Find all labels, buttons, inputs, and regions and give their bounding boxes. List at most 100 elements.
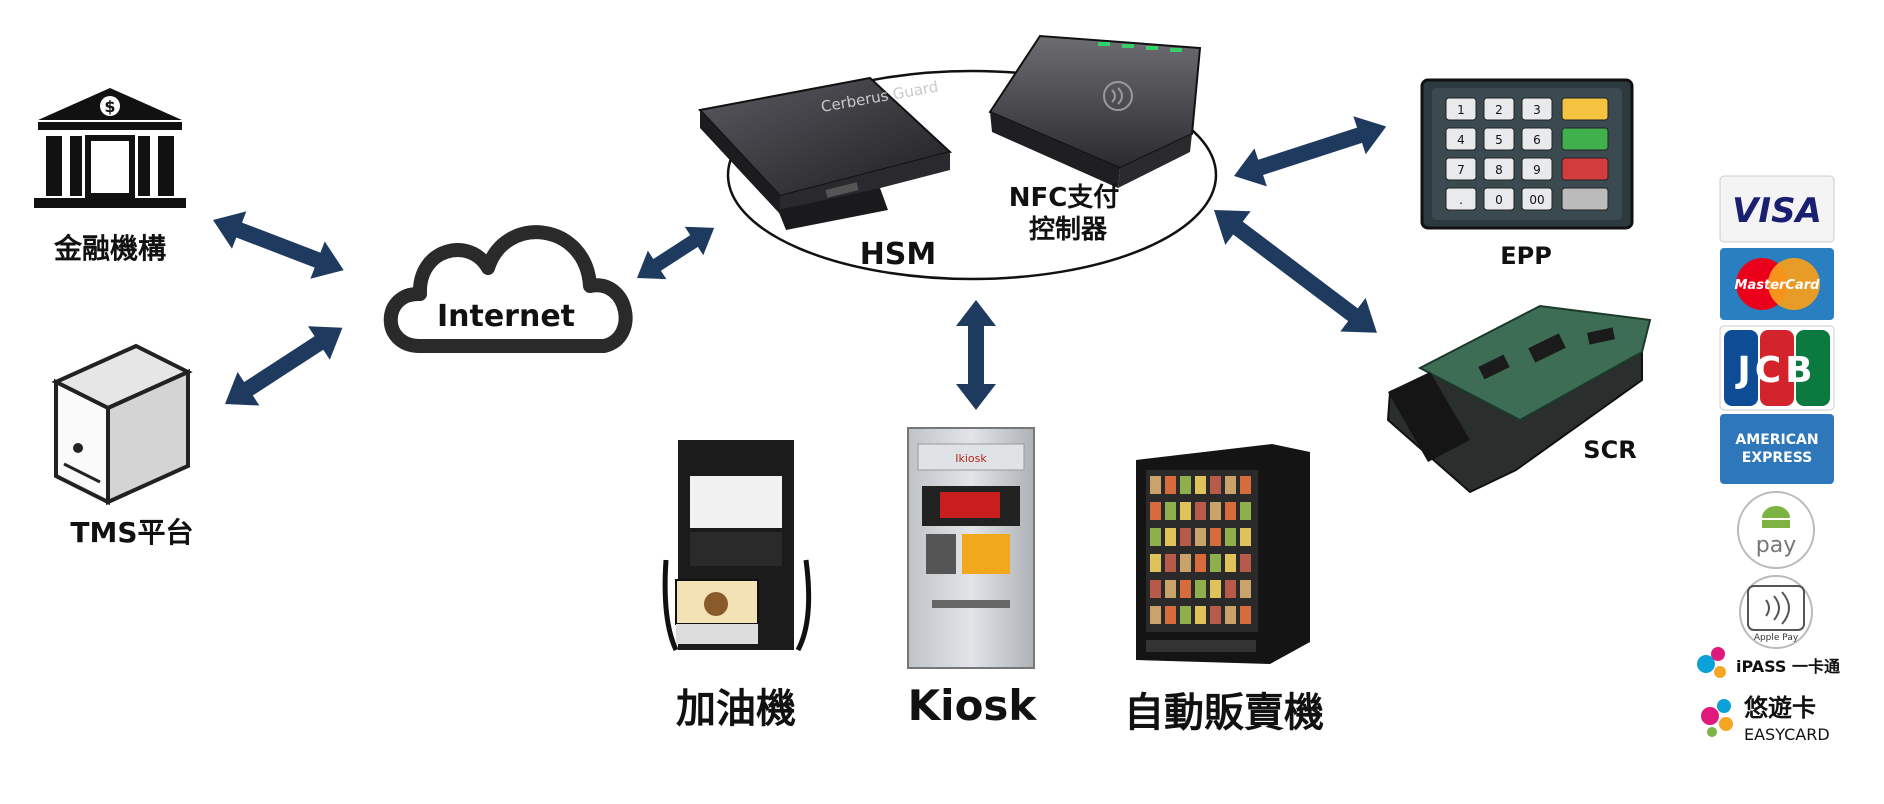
nfc-controller-icon xyxy=(988,34,1202,188)
easycard-logo: 悠遊卡 EASYCARD xyxy=(1701,694,1830,744)
epp-key-label: 1 xyxy=(1457,103,1465,117)
epp-function-key xyxy=(1561,187,1609,211)
mastercard-text: MasterCard xyxy=(1735,278,1821,293)
vending-product xyxy=(1240,502,1251,520)
epp-key xyxy=(1521,127,1553,151)
vending-product xyxy=(1210,606,1221,624)
epp-key-label: 00 xyxy=(1529,193,1544,207)
amex-logo: AMERICAN EXPRESS xyxy=(1720,414,1834,484)
nfc-label-line1: NFC支付 xyxy=(1009,183,1120,213)
epp-key-label: 4 xyxy=(1457,133,1465,147)
kiosk-label: Kiosk xyxy=(908,681,1038,730)
vending-product xyxy=(1165,528,1176,546)
vending-product xyxy=(1180,554,1191,572)
epp-function-key xyxy=(1561,127,1609,151)
vending-product xyxy=(1225,528,1236,546)
vending-product xyxy=(1165,554,1176,572)
vending-product xyxy=(1165,580,1176,598)
vending-product xyxy=(1165,606,1176,624)
fuel-label: 加油機 xyxy=(676,686,796,732)
vending-product xyxy=(1180,528,1191,546)
vending-product xyxy=(1195,554,1206,572)
epp-key-label: 9 xyxy=(1533,163,1541,177)
visa-text: VISA xyxy=(1732,191,1822,231)
epp-function-key xyxy=(1561,157,1609,181)
vending-product xyxy=(1210,528,1221,546)
vending-product xyxy=(1225,476,1236,494)
vending-product xyxy=(1240,554,1251,572)
android-pay-logo: pay xyxy=(1737,491,1815,569)
hsm-device-icon: Cerberus Guard xyxy=(698,76,953,230)
server-icon xyxy=(51,343,193,506)
nfc-label-line2: 控制器 xyxy=(1029,215,1108,245)
vending-product xyxy=(1150,580,1161,598)
scr-label: SCR xyxy=(1583,436,1636,464)
vending-product xyxy=(1165,476,1176,494)
jcb-text: JCB xyxy=(1734,350,1816,391)
arrow-nfc-scr xyxy=(1214,210,1377,333)
ipass-logo: iPASS 一卡通 xyxy=(1697,647,1840,678)
vending-product xyxy=(1195,502,1206,520)
vending-product xyxy=(1195,580,1206,598)
epp-key-label: . xyxy=(1459,193,1463,207)
vending-product xyxy=(1180,476,1191,494)
mastercard-logo: MasterCard xyxy=(1720,248,1834,320)
epp-key-label: 3 xyxy=(1533,103,1541,117)
epp-function-key xyxy=(1561,97,1609,121)
epp-key xyxy=(1445,97,1477,121)
fuel-dispenser-icon xyxy=(662,440,812,652)
easycard-text-line2: EASYCARD xyxy=(1744,725,1830,744)
jcb-logo: JCB xyxy=(1719,325,1835,411)
vending-product xyxy=(1240,528,1251,546)
vending-product xyxy=(1225,606,1236,624)
vending-product xyxy=(1240,476,1251,494)
bank-icon: $ xyxy=(34,88,186,208)
epp-key-label: 0 xyxy=(1495,193,1503,207)
tms-label: TMS平台 xyxy=(70,516,193,549)
vending-product xyxy=(1150,476,1161,494)
epp-label: EPP xyxy=(1500,242,1552,270)
vending-product xyxy=(1195,528,1206,546)
internet-label: Internet xyxy=(437,299,575,334)
vending-product xyxy=(1225,580,1236,598)
amex-text-line1: AMERICAN xyxy=(1735,432,1818,448)
epp-key xyxy=(1521,187,1553,211)
hsm-nfc-group-outline xyxy=(726,69,1218,281)
arrow-bank-internet xyxy=(213,211,344,279)
easycard-text-line1: 悠遊卡 xyxy=(1743,694,1816,722)
vending-product xyxy=(1180,580,1191,598)
vending-product xyxy=(1195,476,1206,494)
vending-product xyxy=(1240,606,1251,624)
vending-product xyxy=(1210,502,1221,520)
visa-logo: VISA xyxy=(1719,175,1835,243)
epp-key xyxy=(1445,157,1477,181)
vending-product xyxy=(1180,606,1191,624)
epp-key-label: 6 xyxy=(1533,133,1541,147)
apple-pay-logo: Apple Pay xyxy=(1739,575,1813,649)
epp-key-label: 5 xyxy=(1495,133,1503,147)
arrow-nfc-epp xyxy=(1234,116,1387,187)
epp-key xyxy=(1483,127,1515,151)
vending-product xyxy=(1210,580,1221,598)
vending-product xyxy=(1225,554,1236,572)
arrow-internet-hsm xyxy=(637,226,715,280)
svg-text:$: $ xyxy=(104,97,115,116)
vending-product xyxy=(1210,476,1221,494)
epp-key-label: 7 xyxy=(1457,163,1465,177)
vending-product xyxy=(1225,502,1236,520)
hsm-label: HSM xyxy=(860,237,937,272)
kiosk-icon: Ikiosk xyxy=(907,427,1035,669)
vending-product xyxy=(1180,502,1191,520)
epp-key xyxy=(1483,97,1515,121)
kiosk-screen-text: Ikiosk xyxy=(955,452,987,465)
epp-key-label: 8 xyxy=(1495,163,1503,177)
epp-key xyxy=(1521,157,1553,181)
vending-product xyxy=(1195,606,1206,624)
vending-product xyxy=(1150,554,1161,572)
epp-key xyxy=(1483,187,1515,211)
vending-product xyxy=(1210,554,1221,572)
vending-product xyxy=(1165,502,1176,520)
